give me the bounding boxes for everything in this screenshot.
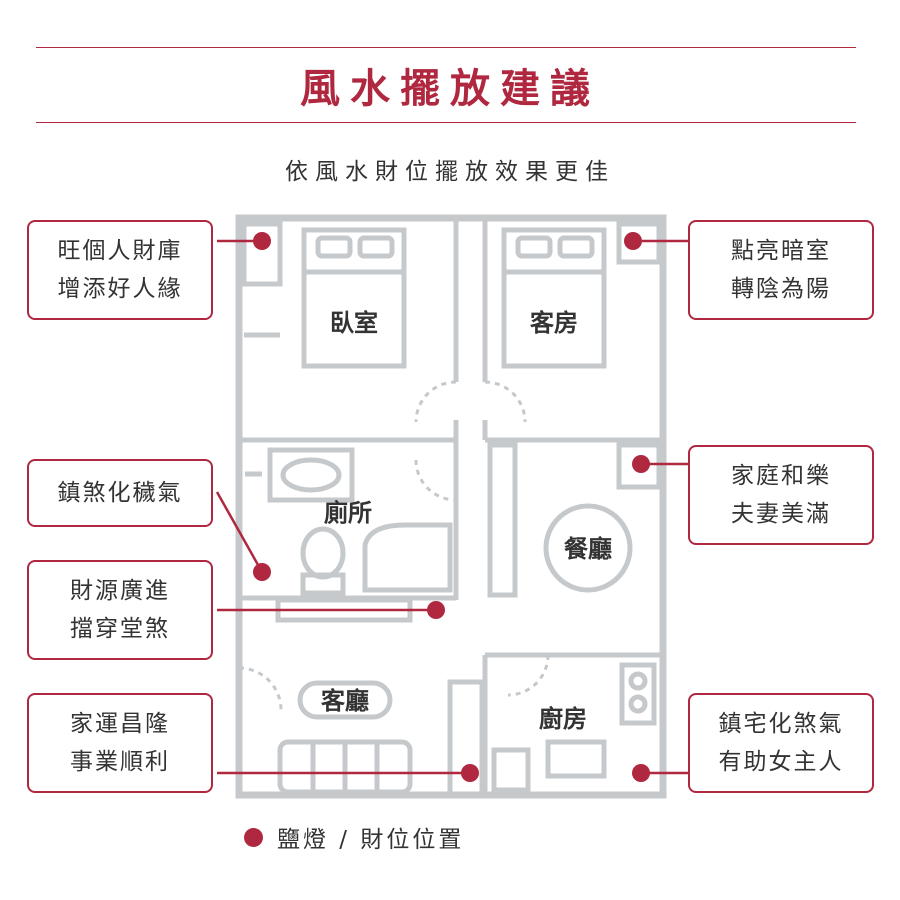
callout-toilet: 鎮煞化穢氣 xyxy=(27,459,213,527)
callout-line: 鎮煞化穢氣 xyxy=(57,480,183,506)
callout-line: 轉陰為陽 xyxy=(731,276,831,302)
callout-line: 增添好人緣 xyxy=(57,276,183,302)
legend: 鹽燈 / 財位位置 xyxy=(244,820,464,854)
toilet-bowl xyxy=(300,526,346,580)
leader-3 xyxy=(215,491,264,573)
callout-line: 擋穿堂煞 xyxy=(70,616,170,642)
callout-line: 點亮暗室 xyxy=(731,238,831,264)
room-label-toilet: 廁所 xyxy=(324,499,372,527)
kitchen-cabinet xyxy=(491,747,531,793)
toilet-tank xyxy=(300,572,346,596)
column-dining xyxy=(487,442,518,598)
callout-bedroom: 旺個人財庫 增添好人緣 xyxy=(27,220,213,320)
callout-dining: 家庭和樂 夫妻美滿 xyxy=(688,445,874,545)
salt-lamp-dot-5 xyxy=(427,601,445,619)
callout-guest-room: 點亮暗室 轉陰為陽 xyxy=(688,220,874,320)
door-bedroom xyxy=(414,380,457,423)
callout-line: 財源廣進 xyxy=(70,578,170,604)
room-label-kitchen: 廚房 xyxy=(539,705,587,733)
salt-lamp-dot-4 xyxy=(632,455,650,473)
salt-lamp-dot-6 xyxy=(461,764,479,782)
legend-dot-icon xyxy=(244,827,263,847)
washbasin xyxy=(267,447,355,503)
callout-kitchen: 鎮宅化煞氣 有助女主人 xyxy=(688,693,874,793)
room-label-living: 客廳 xyxy=(321,687,369,715)
door-toilet xyxy=(414,459,457,502)
page-subtitle: 依風水財位擺放效果更佳 xyxy=(285,159,615,185)
dining-table xyxy=(543,503,633,593)
title-underline xyxy=(36,122,856,123)
pillow-right xyxy=(357,235,395,259)
kitchen-sink xyxy=(545,739,607,779)
room-label-bedroom: 臥室 xyxy=(330,309,378,337)
room-label-dining: 餐廳 xyxy=(564,535,612,563)
callout-line: 家運昌隆 xyxy=(70,711,170,737)
legend-label: 鹽燈 / 財位位置 xyxy=(277,827,465,853)
callout-line: 家庭和樂 xyxy=(731,463,831,489)
door-entrance xyxy=(238,666,283,711)
callout-line: 事業順利 xyxy=(70,749,170,775)
door-kitchen xyxy=(507,654,550,697)
callout-living: 家運昌隆 事業順利 xyxy=(27,693,213,793)
page-title: 風水擺放建議 xyxy=(300,65,600,112)
pillow-right-2 xyxy=(557,235,595,259)
pillow-left xyxy=(315,235,353,259)
callout-line: 夫妻美滿 xyxy=(731,501,831,527)
pillow-left-2 xyxy=(515,235,553,259)
column-living xyxy=(447,679,485,797)
salt-lamp-markers xyxy=(253,232,650,782)
bed-bedroom xyxy=(301,227,407,369)
guestroom-cabinet xyxy=(616,221,662,265)
stove xyxy=(619,662,657,726)
dining-cabinet xyxy=(616,442,662,490)
salt-lamp-dot-7 xyxy=(632,764,650,782)
doors xyxy=(238,380,550,711)
salt-lamp-dot-1 xyxy=(253,232,271,250)
bathtub xyxy=(362,522,453,593)
callout-line: 旺個人財庫 xyxy=(57,238,183,264)
door-guestroom xyxy=(484,380,527,423)
callout-line: 有助女主人 xyxy=(718,749,844,775)
walls xyxy=(235,214,667,799)
living-label-pill xyxy=(297,680,393,720)
callout-line: 鎮宅化煞氣 xyxy=(718,711,844,737)
bedroom-closet xyxy=(241,221,283,287)
top-rule xyxy=(36,47,856,48)
bed-guestroom xyxy=(501,227,607,369)
salt-lamp-dot-2 xyxy=(624,232,642,250)
room-label-guest-room: 客房 xyxy=(530,309,578,337)
salt-lamp-dot-3 xyxy=(253,563,271,581)
basin-bowl xyxy=(280,457,342,493)
callout-entrance: 財源廣進 擋穿堂煞 xyxy=(27,560,213,660)
